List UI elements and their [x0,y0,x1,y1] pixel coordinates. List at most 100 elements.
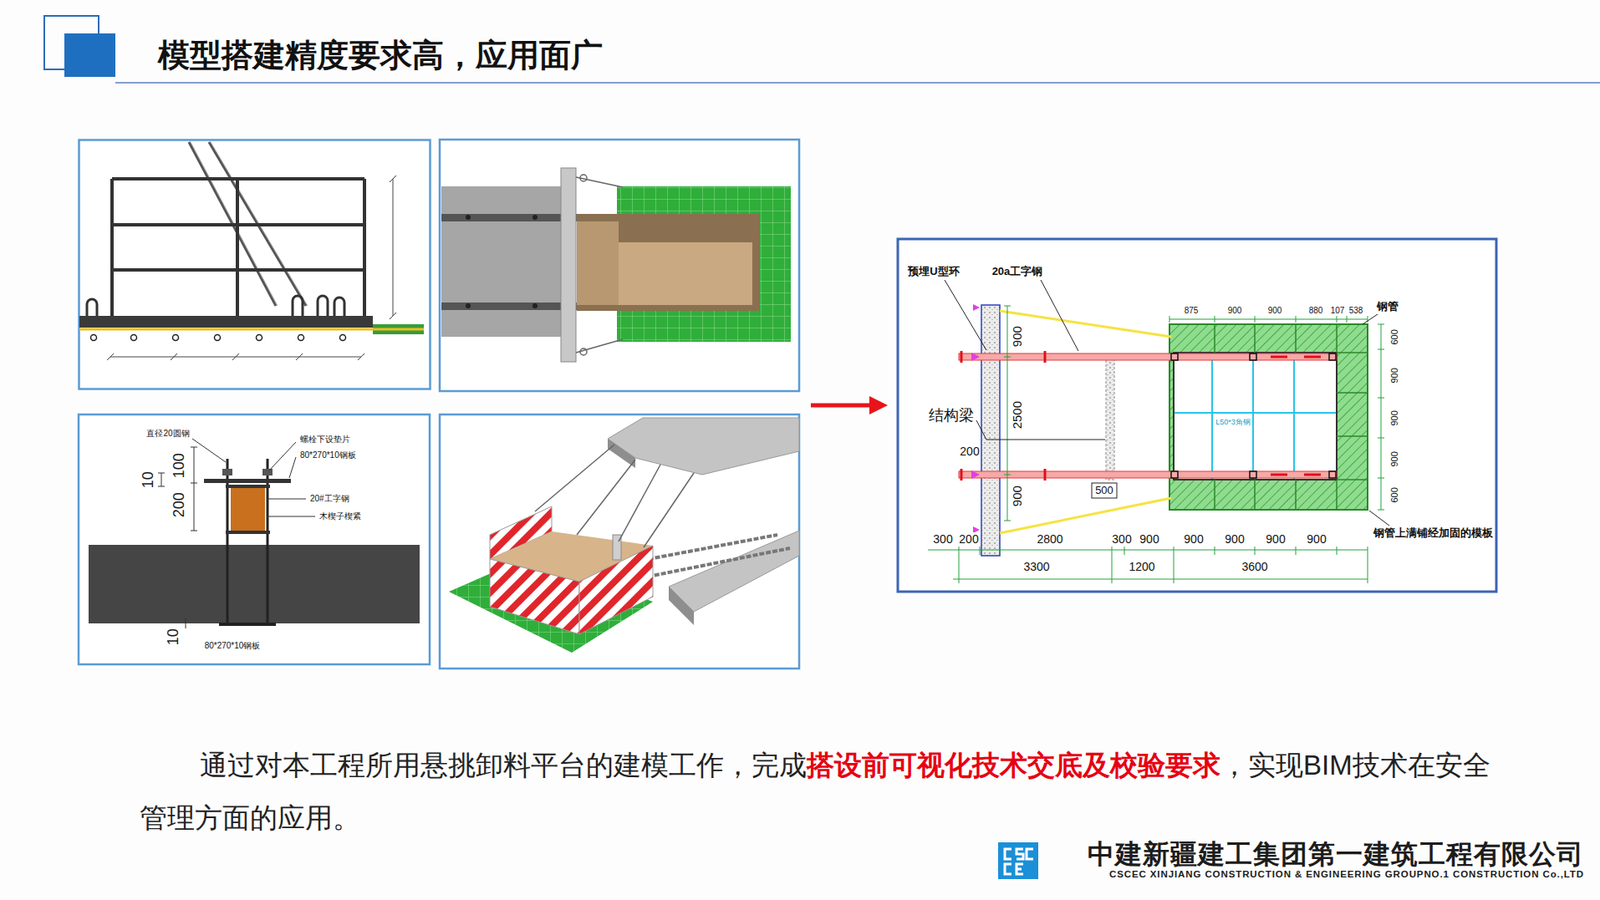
dimension-text: 500 [1094,484,1115,498]
perspective-panel [489,559,580,635]
plan-drawing-panel [1003,474,1011,476]
plan-drawing-panel [1252,353,1254,479]
plan-drawing-panel [1214,324,1368,510]
plan-drawing-panel [1007,305,1009,521]
perspective-panel [439,414,800,669]
plan-view-panel [576,214,760,311]
direction-arrow [810,403,872,408]
plan-drawing-panel [1044,468,1047,481]
part-label: 80*270*10钢板 [299,450,357,461]
perspective-panel [635,535,778,562]
plan-view-panel [575,174,623,356]
plan-drawing-panel [1294,324,1297,353]
perspective-panel [607,438,636,469]
plan-drawing-panel [1111,546,1113,556]
plan-view-panel [441,214,577,222]
plan-drawing-panel [1377,509,1385,511]
plan-view-panel [575,177,623,188]
dimension-text: 200 [958,444,980,459]
plan-drawing-panel [1174,353,1336,479]
section-panel [262,468,273,476]
dimension-text: 900 [1009,484,1025,508]
section-panel [225,484,271,489]
plan-drawing-panel [973,304,980,311]
section-panel [190,483,198,485]
plan-drawing-panel [1294,479,1297,510]
slide-title: 模型搭建精度要求高，应用面广 [157,37,603,75]
company-logo [1016,849,1024,860]
plan-view-panel [532,214,538,220]
plan-drawing-panel [1253,324,1256,353]
part-label: L50*3角钢 [1214,417,1252,427]
section-panel [185,618,187,629]
dimension-text: 900 [1223,532,1245,546]
company-logo [998,842,1039,880]
plan-drawing-panel [1336,546,1338,556]
part-label: 螺栓下设垫片 [299,434,352,445]
perspective-panel [618,464,661,542]
dimension-text: 1200 [1127,560,1156,574]
plan-drawing-panel [1174,412,1336,414]
perspective-panel [647,548,790,577]
plan-drawing-panel [1270,473,1288,477]
elevation-panel [362,178,367,318]
part-label: 结构梁 [927,407,975,425]
dimension-text: 900 [1305,532,1327,546]
plan-drawing-panel [1003,356,1011,358]
plan-view-panel [618,242,753,306]
elevation-panel [317,295,328,316]
dimension-text: 600 [1389,328,1401,346]
plan-view-panel [441,302,577,311]
elevation-panel [389,312,397,320]
plan-drawing-panel [1171,353,1178,361]
elevation-panel [112,223,365,227]
plan-drawing-panel [1380,324,1382,510]
plan-drawing-panel [1169,319,1368,321]
plan-view-panel [465,214,538,309]
dimension-text: 875 [1183,305,1200,316]
elevation-panel [112,177,365,181]
elevation-panel [107,175,397,361]
plan-drawing-panel [1253,479,1256,510]
plan-drawing-panel [952,579,1368,581]
dimension-text: 900 [1389,409,1401,427]
plan-drawing-panel [1040,280,1079,352]
elevation-panel [131,335,138,342]
dimension-text: 538 [1348,305,1365,316]
elevation-panel [298,335,305,342]
plan-view-panel [439,139,800,392]
elevation-panel [79,140,431,390]
plan-view-panel [575,339,623,353]
elevation-panel [256,335,263,342]
plan-drawing-panel [999,546,1001,556]
plan-drawing-panel [1169,315,1171,323]
plan-drawing-panel [1213,324,1216,353]
body-paragraph: 通过对本工程所用悬挑卸料平台的建模工作，完成搭设前可视化技术交底及校验要求，实现… [139,738,1497,845]
part-label: 钢管 [1375,300,1400,314]
dimension-text: 10 [139,471,158,489]
elevation-panel [91,335,347,342]
highlight-text: 搭设前可视化技术交底及校验要求 [806,749,1221,781]
plan-view-panel [576,221,619,306]
plan-drawing-panel [1335,324,1338,353]
elevation-panel [170,353,178,361]
elevation-panel [107,353,114,361]
plan-drawing-panel [1367,555,1369,584]
plan-drawing-panel [971,470,980,479]
section-panel [190,447,198,449]
dimension-text: 300 [1110,532,1132,546]
elevation-panel [334,297,345,316]
dimension-text: 3300 [1022,560,1050,574]
dimension-text: 900 [1009,325,1025,348]
section-panel [269,442,296,471]
elevation-panel [86,295,345,316]
elevation-panel [232,353,240,361]
section-panel [226,458,230,625]
elevation-panel [110,178,114,318]
plan-drawing-panel [1003,305,1011,307]
plan-drawing-panel [979,546,981,556]
plan-drawing-panel [958,353,1337,361]
plan-drawing-panel [1336,315,1338,323]
part-label: 80*270*10钢板 [203,641,262,652]
section-panel [78,414,430,665]
